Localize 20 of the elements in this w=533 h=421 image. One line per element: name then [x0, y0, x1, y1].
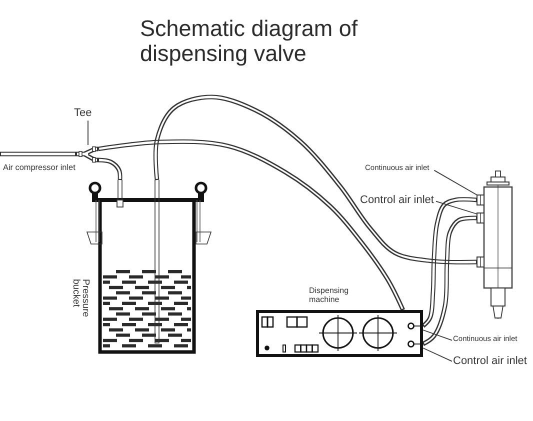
- title: Schematic diagram of dispensing valve: [140, 16, 359, 66]
- leader-line: [422, 330, 452, 341]
- hose: [0, 152, 76, 156]
- leader-line: [434, 170, 478, 196]
- callout-label: Control air inlet: [360, 194, 434, 207]
- tee-fitting: [76, 145, 98, 164]
- dispensing-machine-drawing: [256, 310, 423, 357]
- caption-label: Dispensing machine: [309, 287, 350, 305]
- leader-line: [436, 200, 478, 214]
- hose: [422, 197, 478, 328]
- hose: [98, 158, 122, 180]
- hose: [153, 94, 478, 264]
- caption-label: Pressure bucket: [71, 279, 90, 320]
- hose: [422, 216, 478, 346]
- callout-label: Tee: [74, 107, 92, 120]
- leader-line: [422, 348, 452, 362]
- dispensing-valve-drawing: [476, 170, 514, 320]
- callout-label: Control air inlet: [453, 355, 527, 368]
- inlet-label: Air compressor inlet: [3, 163, 76, 172]
- hose: [98, 139, 405, 311]
